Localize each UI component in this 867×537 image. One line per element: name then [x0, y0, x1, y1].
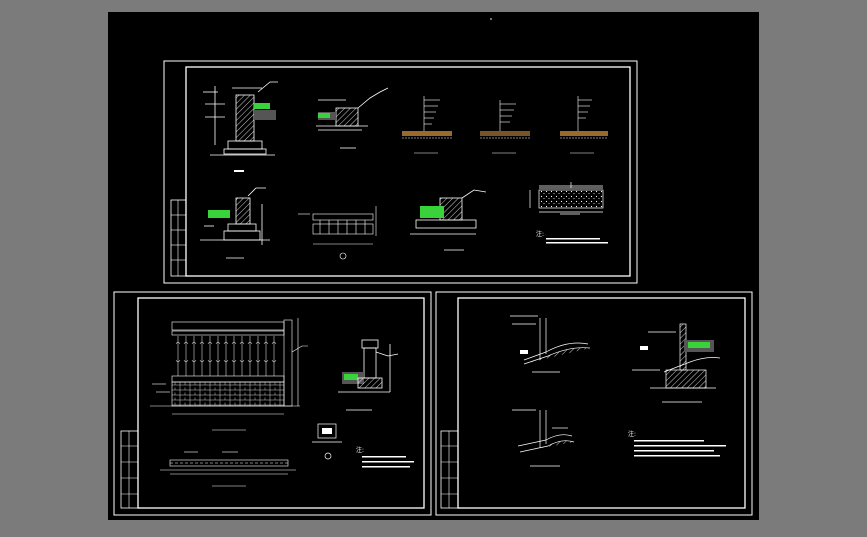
- section-detail-paving: [529, 182, 604, 215]
- railing-plan-strip: [160, 451, 296, 487]
- section-detail-planter: [200, 187, 270, 259]
- soil-layer-detail-2: [480, 100, 530, 154]
- sheet-frame-bottom-left: [113, 291, 432, 516]
- slope-section-detail-1: [510, 315, 591, 373]
- notes-block-bottom-left: 注:: [356, 446, 414, 468]
- cap-detail: [312, 423, 342, 460]
- sheet-frame-bottom-right: [435, 291, 753, 516]
- notes-heading-top: 注:: [536, 230, 544, 238]
- section-detail-step: [410, 189, 487, 251]
- drawing-canvas[interactable]: [108, 12, 759, 520]
- section-detail-wall: [203, 81, 278, 172]
- railing-elevation-small: [298, 206, 377, 260]
- slope-section-detail-3: [512, 409, 575, 467]
- sheet-frame-top: [163, 60, 638, 284]
- notes-heading-bottom-right: 注:: [628, 430, 636, 438]
- railing-elevation-large: [150, 318, 308, 431]
- notes-block-top: 注:: [536, 230, 608, 244]
- notes-block-bottom-right: 注:: [628, 430, 726, 457]
- notes-heading-bottom-left: 注:: [356, 446, 364, 454]
- section-detail-curb: [316, 87, 389, 149]
- soil-layer-detail-1: [402, 96, 452, 154]
- soil-layer-detail-3: [560, 96, 608, 154]
- section-detail-post: [338, 339, 399, 411]
- slope-section-detail-2: [632, 323, 721, 403]
